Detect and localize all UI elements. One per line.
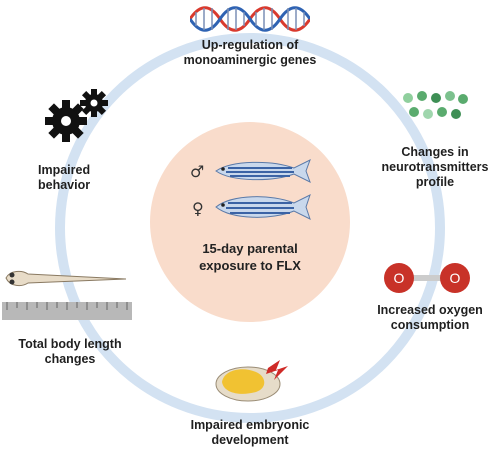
- label-right-upper-line-2: neurotransmitters: [381, 160, 489, 174]
- label-left-lower: Total body length changes: [0, 337, 140, 367]
- label-bottom-line-2: development: [211, 433, 289, 447]
- oxygen-molecule-icon: O O: [384, 263, 470, 293]
- label-top: Up-regulation of monoaminergic genes: [150, 38, 350, 68]
- label-right-upper: Changes in neurotransmitters profile: [370, 145, 500, 190]
- gears-icon: [45, 89, 108, 142]
- svg-text:O: O: [394, 270, 405, 286]
- larva-ruler-icon: [2, 270, 132, 320]
- label-right-upper-line-1: Changes in: [401, 145, 469, 159]
- label-bottom-line-1: Impaired embryonic: [190, 418, 310, 432]
- center-label-line-1: 15-day parental: [202, 241, 298, 256]
- label-right-lower-line-1: Increased oxygen: [377, 303, 483, 317]
- label-top-line-2: monoaminergic genes: [183, 53, 317, 67]
- svg-text:O: O: [450, 270, 461, 286]
- label-left-upper: Impaired behavior: [38, 163, 128, 193]
- male-symbol: ♂: [190, 162, 205, 181]
- female-zebrafish-icon: [215, 194, 311, 220]
- label-right-upper-line-3: profile: [415, 175, 455, 189]
- female-symbol: ♀: [192, 199, 204, 218]
- embryo-icon: [215, 360, 288, 402]
- center-label-line-2: exposure to FLX: [199, 258, 301, 273]
- label-top-line-1: Up-regulation of: [201, 38, 299, 52]
- dna-helix-icon: [190, 6, 310, 32]
- label-left-lower-line-2: changes: [44, 352, 96, 366]
- male-zebrafish-icon: [215, 158, 311, 184]
- label-right-lower-line-2: consumption: [390, 318, 470, 332]
- label-left-upper-line-2: behavior: [38, 178, 91, 192]
- label-left-upper-line-1: Impaired: [38, 163, 91, 177]
- label-right-lower: Increased oxygen consumption: [360, 303, 500, 333]
- label-bottom: Impaired embryonic development: [150, 418, 350, 448]
- neurotransmitter-dots-icon: [403, 91, 468, 119]
- label-left-lower-line-1: Total body length: [18, 337, 122, 351]
- center-label: 15-day parental exposure to FLX: [150, 240, 350, 274]
